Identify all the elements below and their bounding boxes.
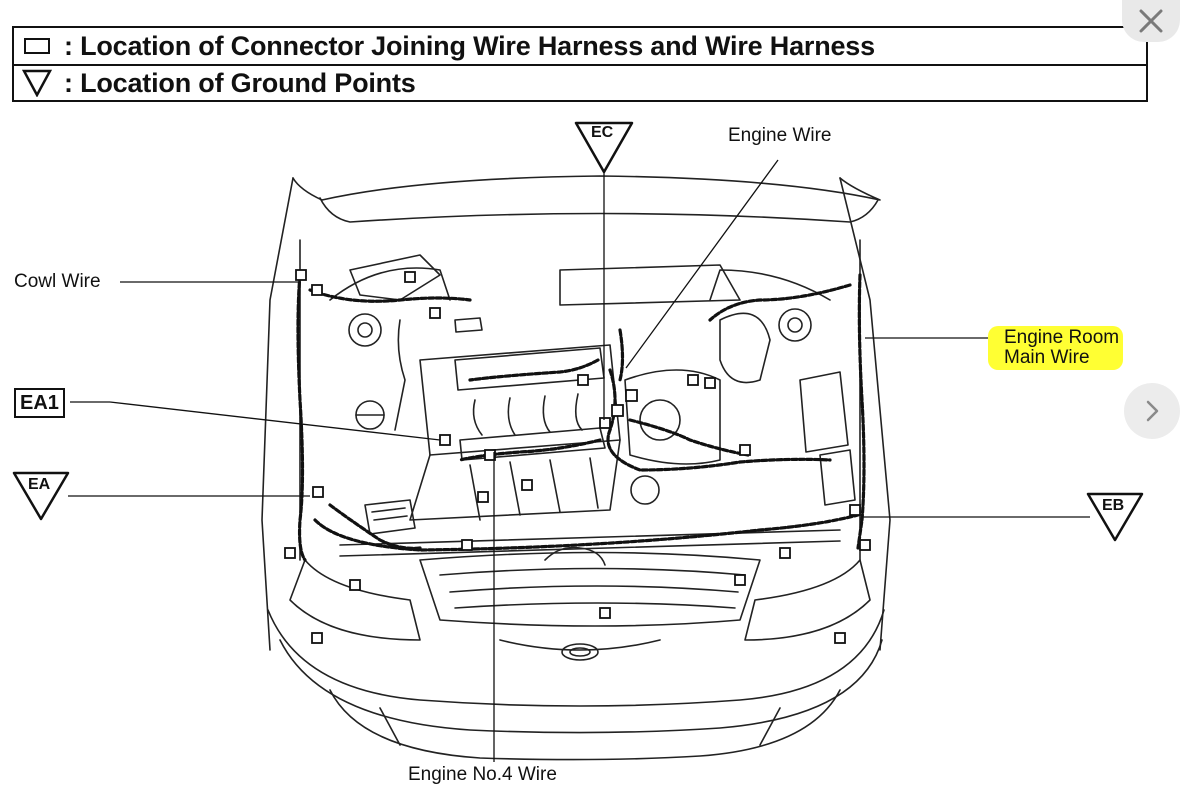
label-engine-wire: Engine Wire [728,125,832,146]
ground-ec-triangle-icon [574,121,634,174]
ground-ea-triangle-icon [12,471,70,521]
connector-symbol-icon [14,38,60,54]
legend-ground-text: : Location of Ground Points [64,67,416,98]
label-engine-no4-wire: Engine No.4 Wire [408,764,557,785]
label-engine-room-main-wire: Engine Room Main Wire [988,326,1124,370]
label-engine-room-main-wire-line1: Engine Room [1004,327,1120,348]
close-icon [1139,9,1163,33]
legend-row-connector: : Location of Connector Joining Wire Har… [14,28,1146,66]
ground-symbol-icon [14,69,60,97]
next-image-button[interactable] [1124,383,1180,439]
ground-eb-triangle-icon [1086,492,1144,542]
connector-badge-ea1: EA1 [14,388,65,418]
legend-box: : Location of Connector Joining Wire Har… [12,26,1148,102]
label-ea: EA [28,476,51,493]
label-eb: EB [1102,497,1125,514]
label-ec: EC [591,124,614,141]
close-button[interactable] [1122,0,1180,42]
legend-connector-text: : Location of Connector Joining Wire Har… [64,30,875,61]
label-engine-room-main-wire-line2: Main Wire [1004,347,1090,368]
legend-row-ground: : Location of Ground Points [14,65,1146,101]
chevron-right-icon [1146,400,1159,422]
label-cowl-wire: Cowl Wire [14,271,101,292]
